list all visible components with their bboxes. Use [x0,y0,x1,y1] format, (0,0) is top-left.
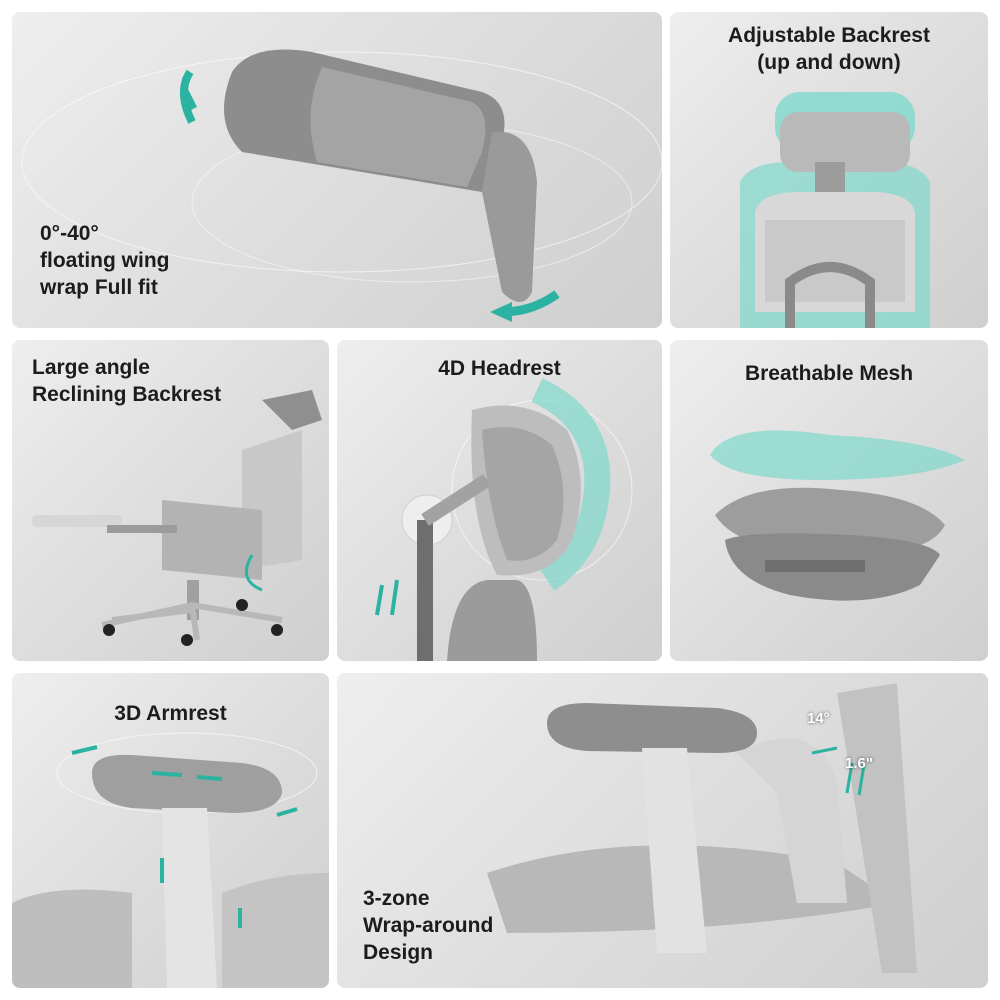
panel-4d-headrest: 4D Headrest [337,340,662,661]
recline-caption: Large angle Reclining Backrest [32,354,221,408]
panel-adjustable-backrest: Adjustable Backrest (up and down) [670,12,988,328]
panel-breathable-mesh: Breathable Mesh [670,340,988,661]
panel-reclining-backrest: Large angle Reclining Backrest [12,340,329,661]
recline-caption-line: Reclining Backrest [32,383,222,406]
backrest-caption-line: Adjustable Backrest [728,24,930,47]
mesh-caption: Breathable Mesh [744,362,914,385]
armrest-caption: 3D Armrest [114,702,227,725]
panel-3d-armrest: 3D Armrest [12,673,329,988]
distance-label: 1.6" [845,755,873,772]
backrest-illustration [740,92,930,328]
wrap-caption-line: Design [363,941,434,964]
backrest-caption-line: (up and down) [757,51,901,74]
wrap-caption-line: 3-zone [363,887,430,910]
reclining-chair-illustration [32,390,322,646]
headrest-wing-illustration [21,49,662,322]
wing-caption-line: floating wing [40,249,170,272]
headrest-caption: 4D Headrest [438,357,561,380]
panel-wrap-around-design: 14° 1.6" 3-zone Wrap-around Design [337,673,988,988]
wing-caption-line: 0°-40° [40,222,99,245]
panel-floating-wing: 0°-40° floating wing wrap Full fit [12,12,662,328]
wrap-caption-line: Wrap-around [363,914,494,937]
wing-caption-line: wrap Full fit [40,276,158,299]
wrap-around-illustration [487,683,917,973]
wing-caption: 0°-40° floating wing wrap Full fit [40,220,169,301]
wrap-caption: 3-zone Wrap-around Design [363,885,493,966]
recline-caption-line: Large angle [32,356,150,379]
headrest-illustration [375,378,633,661]
mesh-layers-illustration [710,430,965,601]
backrest-caption: Adjustable Backrest (up and down) [670,22,988,76]
angle-label: 14° [807,710,830,727]
armrest-illustration [12,732,329,988]
